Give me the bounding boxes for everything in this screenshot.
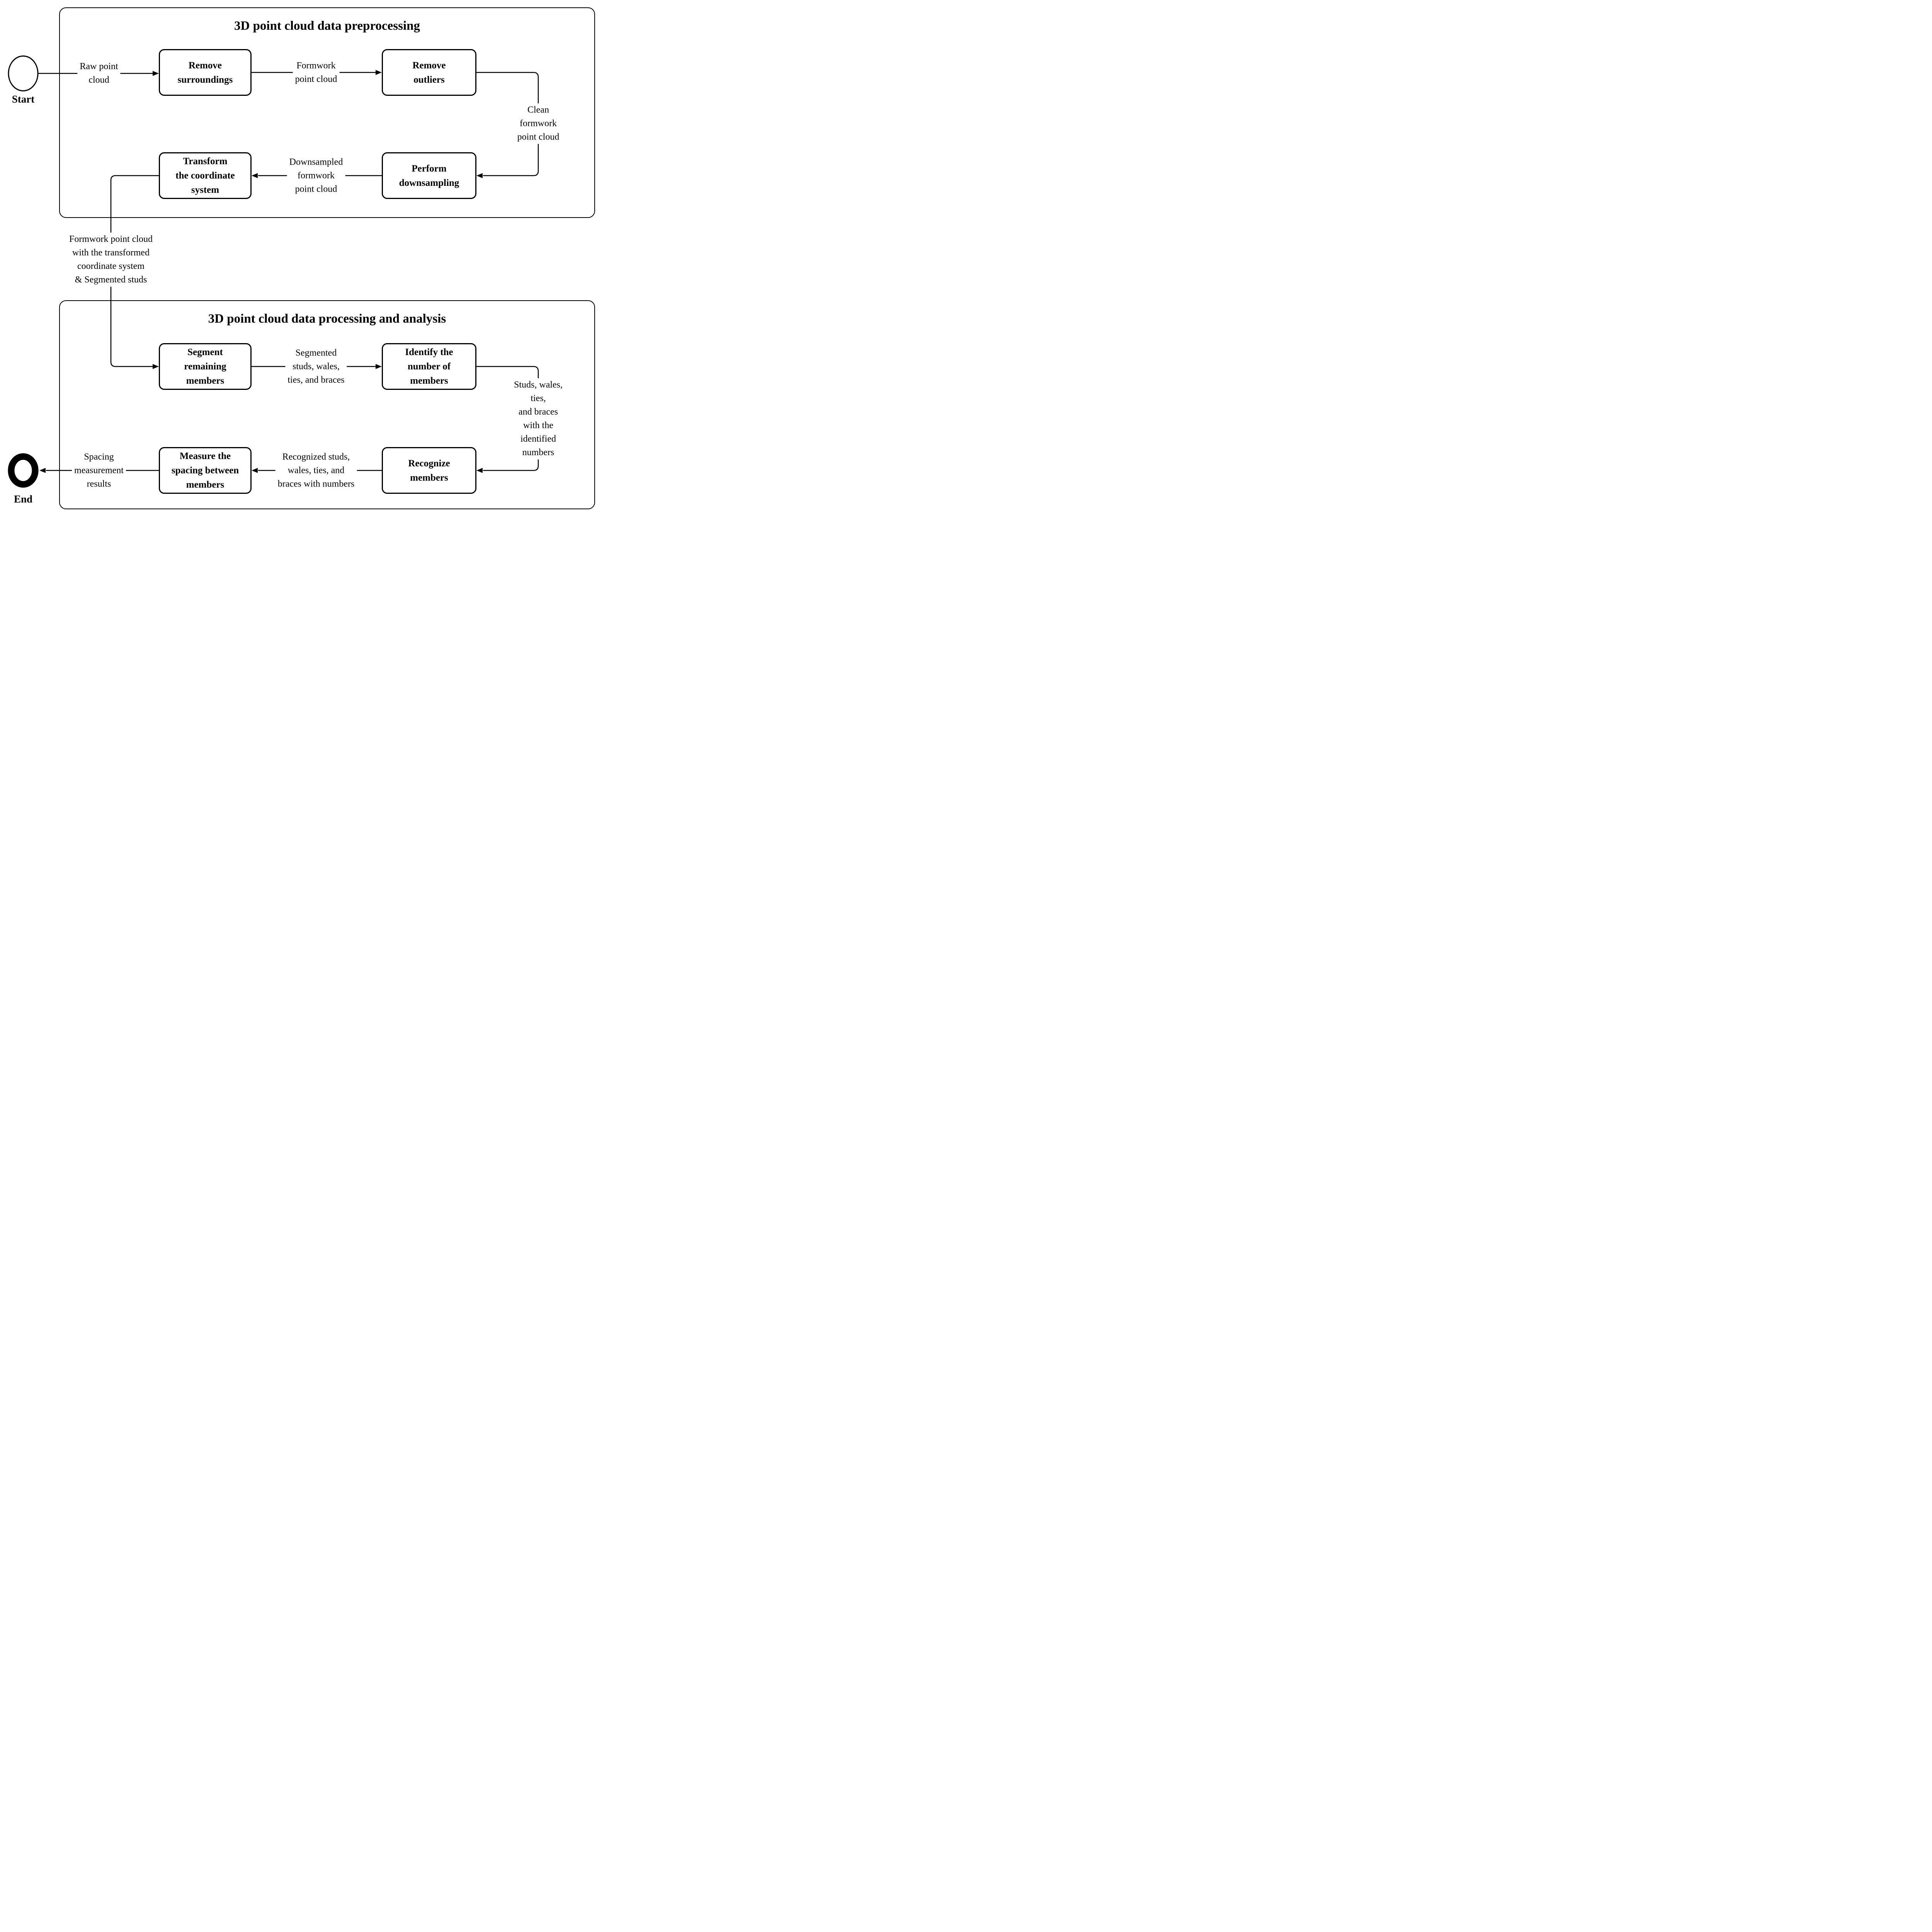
arrowhead-into-perform-downsampling: [476, 173, 483, 178]
process-box-transform-coordinate-system: Transform the coordinate system: [159, 152, 252, 199]
edge-label-clean-formwork-point-cloud: Clean formwork point cloud: [509, 103, 568, 144]
preprocessing-section-title: 3D point cloud data preprocessing: [234, 19, 420, 33]
processing-section: 3D point cloud data processing and analy…: [59, 300, 595, 509]
preprocessing-section: 3D point cloud data preprocessing: [59, 7, 595, 218]
process-box-identify-number-of-members: Identify the number of members: [382, 343, 476, 390]
process-box-recognize-members: Recognize members: [382, 447, 476, 494]
arrowhead-into-end: [39, 468, 46, 473]
edge-label-formwork-point-cloud: Formwork point cloud: [293, 59, 340, 86]
arrowhead-into-measure: [252, 468, 258, 473]
edge-label-identified-numbers: Studs, wales, ties, and braces with the …: [509, 378, 568, 459]
flowchart: 3D point cloud data preprocessing 3D poi…: [0, 0, 597, 511]
edge-label-transformed-and-segmented: Formwork point cloud with the transforme…: [67, 233, 155, 287]
process-box-remove-outliers: Remove outliers: [382, 49, 476, 96]
edge-label-downsampled-formwork-point-cloud: Downsampled formwork point cloud: [287, 155, 345, 196]
arrowhead-into-transform: [252, 173, 258, 178]
start-node: [8, 55, 39, 92]
edge-label-segmented-members: Segmented studs, wales, ties, and braces: [285, 346, 347, 387]
arrowhead-into-identify: [376, 364, 382, 369]
end-label: End: [14, 493, 33, 505]
process-box-measure-spacing-between-members: Measure the spacing between members: [159, 447, 252, 494]
processing-section-title: 3D point cloud data processing and analy…: [208, 312, 446, 326]
arrowhead-into-segment-members: [153, 364, 159, 369]
edge-label-recognized-members: Recognized studs, wales, ties, and brace…: [275, 450, 357, 491]
process-box-remove-surroundings: Remove surroundings: [159, 49, 252, 96]
start-label: Start: [12, 93, 35, 105]
edge-label-spacing-results: Spacing measurement results: [72, 450, 126, 491]
arrowhead-into-recognize: [476, 468, 483, 473]
end-node: [8, 453, 39, 488]
arrowhead-into-remove-surroundings: [153, 71, 159, 76]
edge-label-raw-point-cloud: Raw point cloud: [77, 60, 121, 87]
process-box-perform-downsampling: Perform downsampling: [382, 152, 476, 199]
arrowhead-into-remove-outliers: [376, 70, 382, 75]
process-box-segment-remaining-members: Segment remaining members: [159, 343, 252, 390]
connector-layer: [8, 55, 539, 488]
